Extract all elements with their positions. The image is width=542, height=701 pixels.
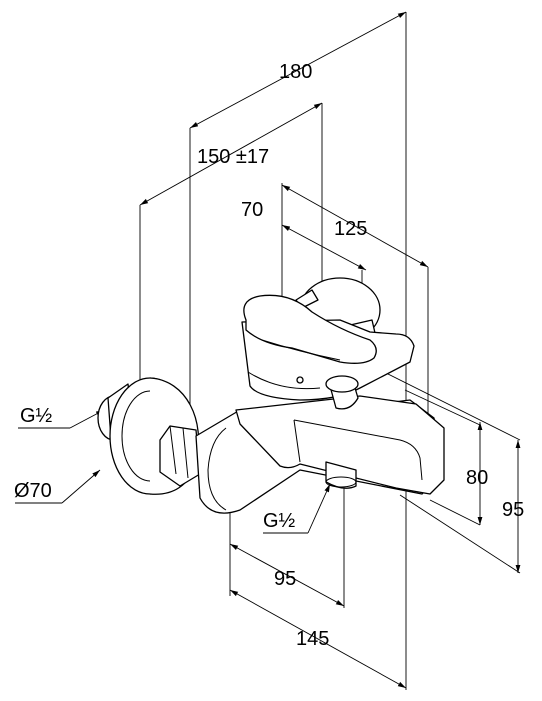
- dim-label-80: 80: [466, 467, 488, 489]
- dim-line-145: [229, 589, 407, 689]
- label-thread-bottom: G½: [263, 510, 296, 532]
- left-wall-connector: [97, 377, 201, 495]
- mixer-body: [195, 294, 445, 514]
- dim-label-150: 150 ±17: [197, 146, 269, 168]
- dimension-lines: [139, 11, 521, 689]
- label-thread-top: G½: [20, 405, 53, 427]
- dim-label-125: 125: [334, 218, 367, 240]
- label-flange-diameter: Ø70: [14, 480, 52, 502]
- dim-label-145: 145: [296, 628, 329, 650]
- dim-label-95: 95: [274, 568, 296, 590]
- dim-label-70: 70: [241, 199, 263, 221]
- dim-line-150: [139, 102, 323, 206]
- dim-line-125: [281, 184, 429, 268]
- dim-label-95-vert: 95: [502, 499, 524, 521]
- dim-label-180: 180: [279, 61, 312, 83]
